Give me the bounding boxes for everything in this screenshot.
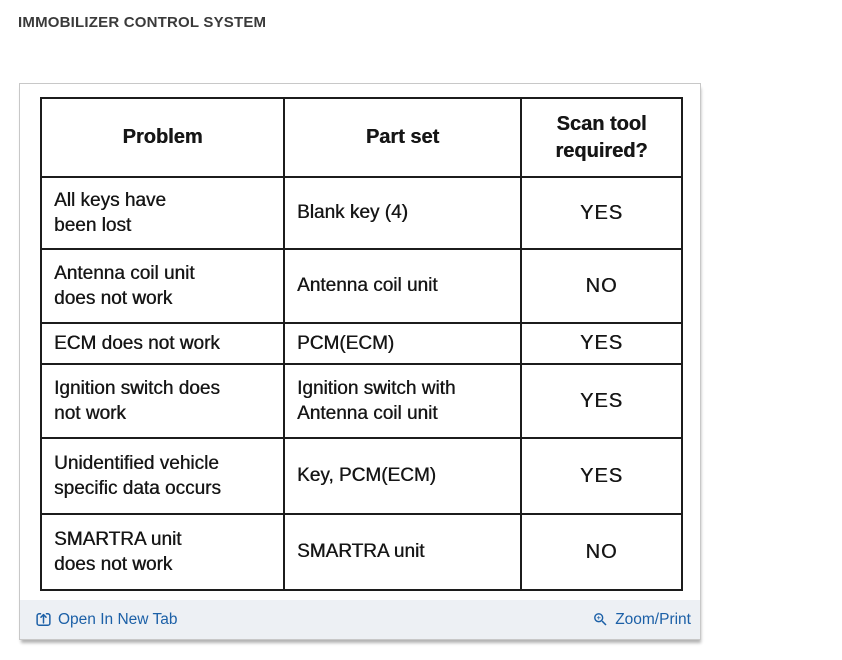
table-row: ECM does not work PCM(ECM) YES [40, 322, 683, 365]
magnifier-plus-icon [592, 611, 609, 628]
table-row: Unidentified vehicle specific data occur… [40, 437, 683, 515]
cell-part-set: Ignition switch with Antenna coil unit [283, 363, 522, 439]
zoom-print-label: Zoom/Print [615, 610, 691, 628]
cell-part-set: PCM(ECM) [283, 322, 522, 365]
col-header-part-set: Part set [283, 97, 522, 178]
cell-part-set: Key, PCM(ECM) [283, 437, 522, 515]
table-row: All keys have been lost Blank key (4) YE… [40, 176, 683, 250]
cell-problem: Unidentified vehicle specific data occur… [40, 437, 285, 515]
open-in-new-tab-link[interactable]: Open In New Tab [35, 611, 177, 629]
immobilizer-parts-table: Problem Part set Scan tool required? All… [40, 97, 683, 591]
col-header-scan-tool-required: Scan tool required? [520, 97, 683, 178]
zoom-print-link[interactable]: Zoom/Print [592, 611, 691, 629]
box-arrow-up-icon [35, 611, 52, 628]
figure-panel: Problem Part set Scan tool required? All… [19, 83, 701, 640]
cell-problem: Antenna coil unit does not work [40, 248, 285, 324]
cell-part-set: Antenna coil unit [283, 248, 522, 324]
cell-part-set: SMARTRA unit [283, 513, 522, 591]
table-row: SMARTRA unit does not work SMARTRA unit … [40, 513, 683, 591]
cell-problem: SMARTRA unit does not work [40, 513, 285, 591]
cell-scan-tool: NO [520, 513, 683, 591]
cell-part-set: Blank key (4) [283, 176, 522, 250]
table-header-row: Problem Part set Scan tool required? [40, 97, 683, 178]
open-in-new-tab-label: Open In New Tab [58, 610, 178, 628]
page-title: IMMOBILIZER CONTROL SYSTEM [18, 14, 267, 31]
cell-scan-tool: NO [520, 248, 683, 324]
table-row: Antenna coil unit does not work Antenna … [40, 248, 683, 324]
cell-scan-tool: YES [520, 322, 683, 365]
figure-footer-bar: Open In New Tab Zoom/Print [20, 600, 700, 639]
cell-scan-tool: YES [520, 363, 683, 439]
cell-scan-tool: YES [520, 437, 683, 515]
cell-problem: ECM does not work [40, 322, 285, 365]
scanned-table-image: Problem Part set Scan tool required? All… [40, 97, 683, 591]
col-header-problem: Problem [40, 97, 285, 178]
table-row: Ignition switch does not work Ignition s… [40, 363, 683, 439]
cell-scan-tool: YES [520, 176, 683, 250]
cell-problem: Ignition switch does not work [40, 363, 285, 439]
cell-problem: All keys have been lost [40, 176, 285, 250]
